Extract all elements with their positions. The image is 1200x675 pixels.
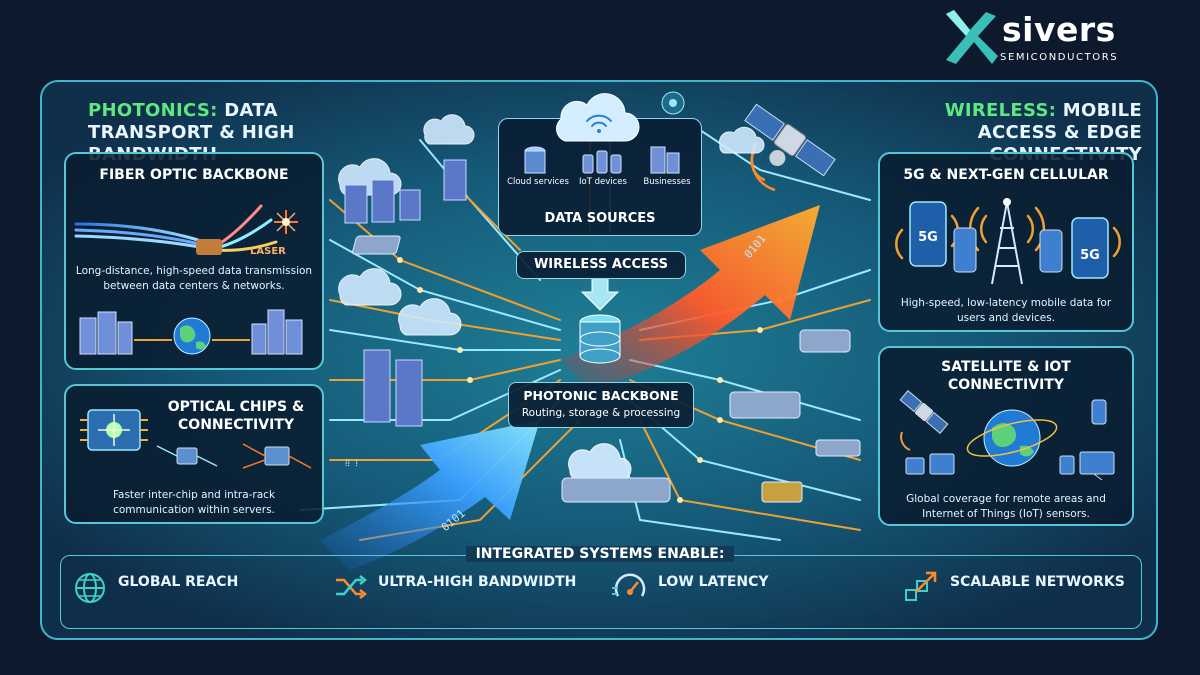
feature-latency-label: LOW LATENCY (658, 574, 769, 590)
fiber-cable-icon (74, 204, 298, 255)
wireless-title-accent: WIRELESS: (944, 100, 1057, 121)
globe-icon (75, 573, 105, 603)
feature-global-reach-label: GLOBAL REACH (118, 574, 239, 590)
sivers-x-icon (946, 10, 998, 64)
brand-subtitle: SEMICONDUCTORS (1000, 52, 1119, 63)
feature-bandwidth-label: ULTRA-HIGH BANDWIDTH (378, 574, 577, 590)
data-source-cloud-label: Cloud services (507, 177, 569, 187)
chips-panel-title: OPTICAL CHIPS & CONNECTIVITY (167, 399, 305, 433)
cellular-panel: 5G & NEXT-GEN CELLULAR 5G 5G High-speed,… (878, 152, 1134, 332)
photonic-backbone-box: PHOTONIC BACKBONE Routing, storage & pro… (508, 382, 694, 428)
data-source-iot-label: IoT devices (579, 177, 627, 187)
feature-scalable-networks: SCALABLE NETWORKS (904, 568, 1140, 608)
cellular-badge-right: 5G (1080, 248, 1100, 263)
feature-ultra-high-bandwidth: ULTRA-HIGH BANDWIDTH (332, 568, 602, 608)
fiber-panel-title: FIBER OPTIC BACKBONE (99, 167, 289, 183)
chips-panel-description: Faster inter-chip and intra-rack communi… (112, 489, 276, 516)
data-source-business-label: Businesses (643, 177, 691, 187)
laser-spark-icon (274, 210, 298, 234)
photonics-title-accent: PHOTONICS: (88, 100, 218, 121)
photonic-backbone-subtitle: Routing, storage & processing (521, 407, 681, 419)
phones-tower-icon (895, 198, 1121, 285)
brand-logo: sivers SEMICONDUCTORS (940, 8, 1190, 68)
feature-scalable-label: SCALABLE NETWORKS (950, 574, 1125, 590)
cellular-panel-title: 5G & NEXT-GEN CELLULAR (903, 167, 1109, 183)
satellite-panel-description: Global coverage for remote areas and Int… (906, 493, 1106, 520)
cellular-panel-description: High-speed, low-latency mobile data for … (900, 297, 1112, 324)
feature-global-reach: GLOBAL REACH (72, 568, 292, 608)
data-sources-title: DATA SOURCES (544, 211, 656, 226)
optical-chips-panel: OPTICAL CHIPS & CONNECTIVITY (64, 384, 324, 524)
fiber-optic-panel: FIBER OPTIC BACKBONE LASER Long-distance… (64, 152, 324, 370)
wireless-access-box: WIRELESS ACCESS (516, 251, 686, 279)
data-sources-box: Cloud services IoT devices Businesses DA… (498, 91, 702, 236)
cloud-iot-business-icons (524, 91, 685, 174)
outer-frame (40, 80, 1158, 640)
binary-text-left: ⁞⁞ ⁞ (345, 459, 358, 469)
photonic-backbone-title: PHOTONIC BACKBONE (523, 388, 679, 403)
brand-name: sivers (1002, 10, 1116, 49)
satellite-panel-title: SATELLITE & IoT CONNECTIVITY (941, 359, 1071, 393)
cellular-badge-left: 5G (918, 230, 938, 245)
integrated-systems-title: INTEGRATED SYSTEMS ENABLE: (0, 546, 1200, 562)
satellite-iot-panel: SATELLITE & IoT CONNECTIVITY Global cove… (878, 346, 1134, 526)
shuffle-arrows-icon (336, 575, 368, 599)
laser-label: LASER (250, 246, 286, 257)
integrated-title-text: INTEGRATED SYSTEMS ENABLE: (465, 546, 735, 562)
speedometer-icon (612, 573, 646, 597)
optical-chip-icon (80, 409, 312, 469)
feature-low-latency: LOW LATENCY (612, 568, 812, 608)
datacenter-globe-city-icon (79, 309, 303, 355)
scale-arrow-icon (905, 571, 937, 601)
fiber-panel-description: Long-distance, high-speed data transmiss… (75, 265, 313, 292)
satellite-globe-devices-icon (899, 389, 1115, 481)
